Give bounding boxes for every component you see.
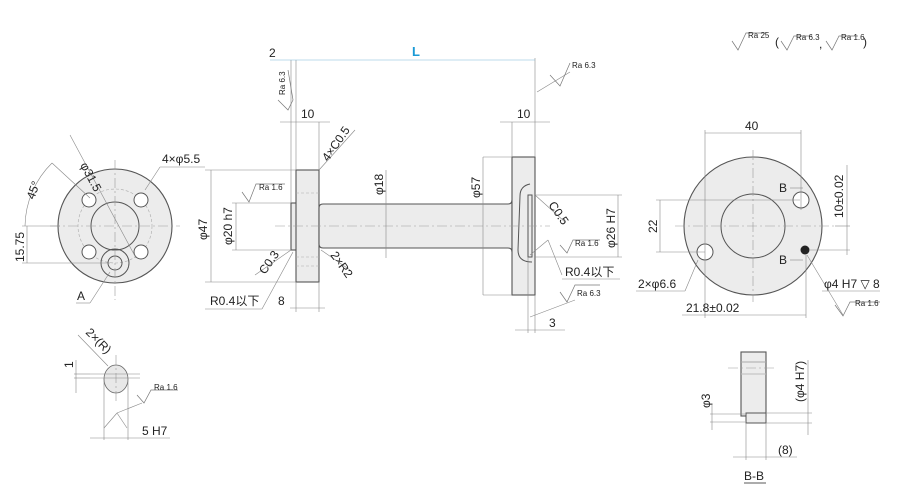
ra-left-top: Ra 6.3 — [278, 71, 287, 95]
detail-ra: Ra 1.6 — [154, 383, 178, 392]
bolt-hole — [81, 192, 97, 208]
angle-label: 45° — [24, 179, 43, 201]
fillet-label: 2×R2 — [328, 249, 356, 281]
radius-left-label: R0.4以下 — [210, 294, 259, 308]
roughness-symbol-icon — [277, 69, 294, 111]
ra-bore: Ra 1.6 — [575, 239, 599, 248]
width-label: 5 H7 — [142, 424, 168, 438]
dia-20-label: φ20 h7 — [221, 207, 235, 245]
dia-47-label: φ47 — [196, 219, 210, 240]
detail-a-view: 1 2×(R) 5 H7 Ra 1.6 — [62, 325, 178, 440]
left-end-view: φ31.5 45° 15.75 4×φ5.5 A — [13, 134, 205, 304]
ra-pin: Ra 1.6 — [855, 299, 879, 308]
section-body — [740, 351, 767, 417]
ra-right-face: Ra 6.3 — [577, 289, 601, 298]
width-40-label: 40 — [745, 119, 759, 133]
surface-roughness-legend: Ra 25 ( Ra 6.3 , Ra 1.6 ) — [731, 31, 867, 51]
roughness-symbol-icon — [780, 35, 812, 51]
radius-right-label: R0.4以下 — [565, 265, 614, 279]
dia-57-label: φ57 — [469, 177, 483, 198]
bolt-hole — [133, 244, 149, 260]
depth-3-label: 3 — [549, 316, 556, 330]
width-left-label: 10 — [301, 107, 315, 121]
bore-relief — [517, 183, 533, 263]
chamfer-c03-label: C0.3 — [256, 248, 282, 277]
tol-21-label: 21.8±0.02 — [686, 301, 740, 315]
roughness-symbol-icon — [241, 183, 285, 203]
legend-comma: , — [819, 37, 822, 51]
dia-3-label: φ3 — [699, 393, 713, 408]
offset-2-label: 2 — [269, 46, 276, 60]
roughness-symbol-icon — [559, 284, 600, 303]
legend-paren-open: ( — [775, 35, 779, 49]
tol-10-label: 10±0.02 — [832, 174, 846, 218]
ra-boss: Ra 1.6 — [259, 183, 283, 192]
roughness-symbol-icon — [731, 32, 766, 51]
chamfer-c05-label: C0.5 — [546, 199, 572, 228]
detail-a-marker: A — [77, 289, 85, 303]
chamfer-4-label: 4×C0.5 — [319, 123, 353, 163]
side-view: L 2 Ra 6.3 10 10 Ra 6.3 4×C0.5 φ47 φ20 h… — [196, 44, 622, 333]
pin-bore — [745, 412, 767, 424]
legend-ra-alt2: Ra 1.6 — [841, 33, 865, 42]
section-title: B-B — [744, 469, 764, 483]
section-b-top: B — [779, 181, 787, 195]
depth-8-label: (8) — [778, 443, 793, 457]
pin-hole-label: φ4 H7 ▽ 8 — [824, 277, 880, 291]
offset-label: 15.75 — [13, 232, 27, 262]
pin-hole — [800, 245, 810, 255]
dia-4-label: (φ4 H7) — [793, 361, 807, 402]
dia-26-label: φ26 H7 — [604, 208, 618, 248]
ra-right-top: Ra 6.3 — [572, 61, 596, 70]
roughness-symbol-icon — [549, 62, 571, 87]
bolt-hole — [133, 192, 149, 208]
radius-label: 2×(R) — [83, 325, 114, 356]
height-22-label: 22 — [646, 219, 660, 233]
section-b-bottom: B — [779, 253, 787, 267]
legend-paren-close: ) — [863, 35, 867, 49]
thickness-label: 1 — [62, 361, 76, 368]
depth-8-label: 8 — [278, 294, 285, 308]
roughness-symbol-icon — [834, 301, 880, 317]
legend-ra-main: Ra 25 — [748, 31, 770, 40]
roughness-symbol-icon — [825, 35, 858, 51]
roughness-symbol-icon — [136, 389, 178, 404]
bolt-holes-label: 4×φ5.5 — [162, 152, 200, 166]
mount-holes-label: 2×φ6.6 — [638, 277, 676, 291]
width-right-label: 10 — [517, 107, 531, 121]
section-bb-view: φ3 (φ4 H7) (8) B-B — [699, 351, 812, 484]
length-L-label: L — [412, 44, 420, 59]
dia-18-label: φ18 — [372, 174, 386, 195]
legend-ra-alt1: Ra 6.3 — [796, 33, 820, 42]
bolt-hole — [81, 244, 97, 260]
roughness-symbol-icon — [559, 239, 600, 254]
right-end-view: 40 22 10±0.02 B B 2×φ6.6 φ4 H7 ▽ 8 Ra 1.… — [636, 119, 880, 318]
